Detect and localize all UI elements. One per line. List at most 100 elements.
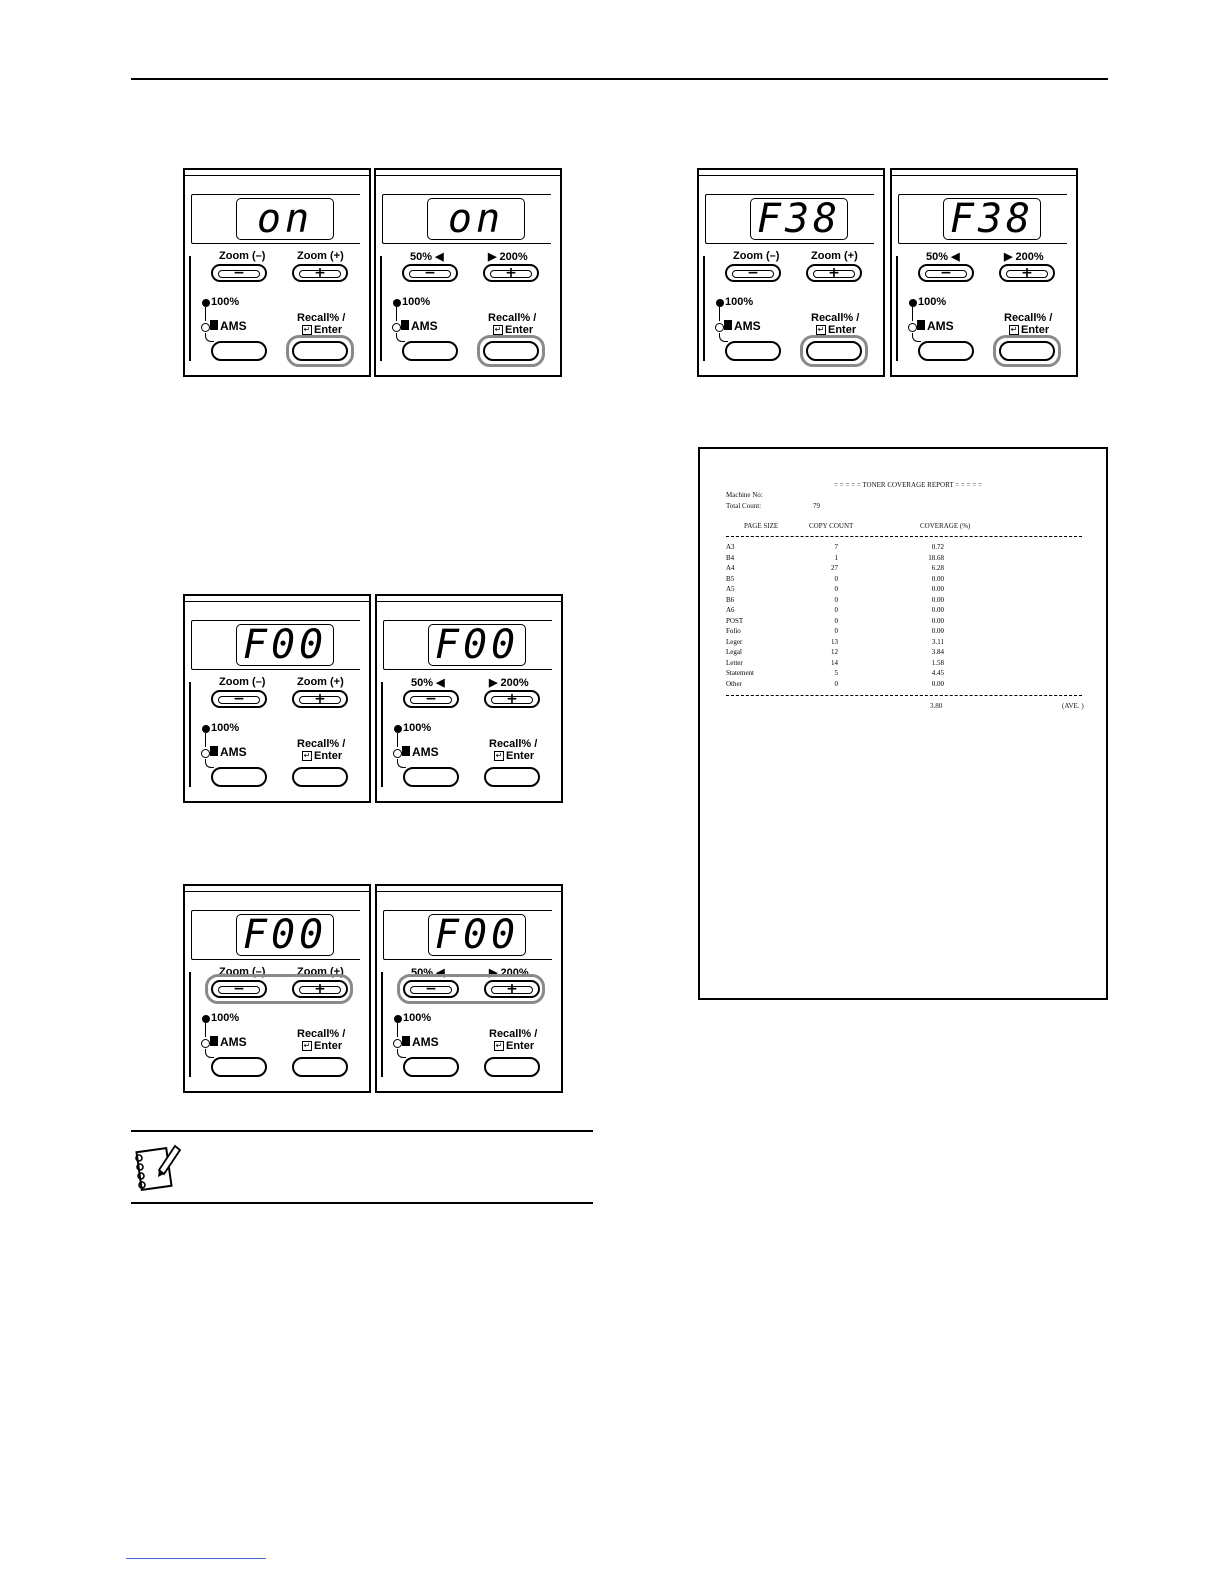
led-ams-indicator	[908, 323, 917, 332]
footer-divider	[726, 695, 1082, 696]
zoom-100-label: 100%	[403, 722, 432, 734]
lcd-window: F00	[191, 910, 360, 960]
lcd-window: on	[191, 194, 360, 244]
enter-key-icon: ↵	[493, 325, 503, 335]
note-rule-bottom	[131, 1202, 593, 1204]
zoom-minus-button[interactable]: −	[403, 690, 459, 708]
panel-left-bar	[189, 972, 191, 1077]
ams-button[interactable]	[403, 1057, 459, 1077]
zoom-plus-button[interactable]: +	[806, 264, 862, 282]
report-row: Legal 12 3.84	[726, 648, 1086, 658]
panel-top-edge	[376, 175, 560, 176]
header-coverage: COVERAGE (%)	[920, 522, 971, 530]
zoom-plus-button[interactable]: +	[484, 690, 540, 708]
ams-button[interactable]	[211, 767, 267, 787]
zoom-minus-button[interactable]: −	[725, 264, 781, 282]
row-coverage: 6.28	[931, 564, 944, 572]
recall-label: Recall% /	[489, 1028, 538, 1040]
minus-icon: −	[747, 265, 759, 281]
ams-document-icon	[210, 1036, 218, 1046]
ams-button[interactable]	[725, 341, 781, 361]
zoom-minus-label: 50% ◀	[411, 677, 445, 689]
recall-enter-highlight	[286, 335, 354, 367]
recall-enter-button[interactable]	[484, 1057, 540, 1077]
report-row: B5 0 0.00	[726, 575, 1086, 585]
recall-enter-button[interactable]	[483, 341, 539, 361]
operation-panel-p3b: F00 50% ◀ ▶ 200% − + 100% AMS Recall% / …	[375, 594, 563, 803]
recall-enter-button[interactable]	[999, 341, 1055, 361]
ams-label: AMS	[412, 745, 439, 759]
row-copy-count: 0	[834, 627, 839, 635]
report-row: Statement 5 4.45	[726, 669, 1086, 679]
operation-panel-p1b: on 50% ◀ ▶ 200% − + 100% AMS Recall% / ↵…	[374, 168, 562, 377]
led-100-indicator	[716, 299, 724, 307]
zoom-100-label: 100%	[402, 296, 431, 308]
plus-icon: +	[828, 265, 840, 281]
indicator-connector	[205, 333, 214, 342]
zoom-100-label: 100%	[211, 1012, 240, 1024]
zoom-plus-button[interactable]: +	[292, 980, 348, 998]
zoom-minus-button[interactable]: −	[211, 980, 267, 998]
panel-top-edge	[892, 175, 1076, 176]
recall-enter-button[interactable]	[806, 341, 862, 361]
panel-left-bar	[703, 256, 705, 361]
recall-enter-button[interactable]	[292, 341, 348, 361]
panel-left-bar	[189, 682, 191, 787]
ams-button[interactable]	[402, 341, 458, 361]
enter-key-icon: ↵	[1009, 325, 1019, 335]
ams-document-icon	[724, 320, 732, 330]
ams-label: AMS	[927, 319, 954, 333]
zoom-plus-button[interactable]: +	[483, 264, 539, 282]
zoom-plus-button[interactable]: +	[292, 264, 348, 282]
operation-panel-p2b: F38 50% ◀ ▶ 200% − + 100% AMS Recall% / …	[890, 168, 1078, 377]
zoom-minus-button[interactable]: −	[211, 264, 267, 282]
zoom-minus-button[interactable]: −	[402, 264, 458, 282]
zoom-buttons-highlight	[205, 974, 353, 1004]
enter-key-icon: ↵	[302, 325, 312, 335]
row-copy-count: 0	[834, 574, 839, 583]
indicator-connector	[397, 1023, 398, 1037]
ams-label: AMS	[220, 745, 247, 759]
zoom-buttons-highlight	[397, 974, 545, 1004]
ams-button[interactable]	[918, 341, 974, 361]
row-page-size: A3	[726, 543, 735, 551]
recall-label: Recall% /	[297, 738, 346, 750]
indicator-connector	[912, 333, 921, 342]
report-row: B6 0 0.00	[726, 596, 1086, 606]
led-ams-indicator	[392, 323, 401, 332]
report-row: Other 0 0.00	[726, 680, 1086, 690]
row-coverage: 0.00	[931, 627, 944, 635]
zoom-plus-button[interactable]: +	[484, 980, 540, 998]
report-row: B4 1 18.68	[726, 554, 1086, 564]
enter-key-icon: ↵	[816, 325, 826, 335]
recall-enter-highlight	[800, 335, 868, 367]
recall-enter-button[interactable]	[292, 767, 348, 787]
ams-document-icon	[402, 1036, 410, 1046]
zoom-minus-button[interactable]: −	[211, 690, 267, 708]
recall-enter-button[interactable]	[292, 1057, 348, 1077]
ams-button[interactable]	[403, 767, 459, 787]
zoom-plus-button[interactable]: +	[292, 690, 348, 708]
ams-label: AMS	[220, 319, 247, 333]
seven-segment-display: F38	[750, 198, 848, 240]
row-copy-count: 0	[834, 679, 839, 688]
zoom-minus-button[interactable]: −	[403, 980, 459, 998]
led-100-indicator	[909, 299, 917, 307]
zoom-minus-label: Zoom (–)	[219, 250, 266, 262]
zoom-plus-label: ▶ 200%	[488, 251, 528, 263]
ams-button[interactable]	[211, 1057, 267, 1077]
zoom-plus-button[interactable]: +	[999, 264, 1055, 282]
panel-top-edge	[699, 175, 883, 176]
recall-label: Recall% /	[489, 738, 538, 750]
recall-enter-button[interactable]	[484, 767, 540, 787]
row-coverage: 1.58	[931, 658, 944, 667]
seven-segment-display: F00	[428, 624, 526, 666]
panel-top-edge	[185, 175, 369, 176]
zoom-minus-button[interactable]: −	[918, 264, 974, 282]
recall-label: Recall% /	[297, 1028, 346, 1040]
ams-button[interactable]	[211, 341, 267, 361]
indicator-connector	[719, 307, 720, 321]
toner-coverage-report: = = = = = TONER COVERAGE REPORT = = = = …	[698, 447, 1108, 1000]
row-page-size: A4	[726, 564, 735, 572]
report-row: Folio 0 0.00	[726, 627, 1086, 637]
